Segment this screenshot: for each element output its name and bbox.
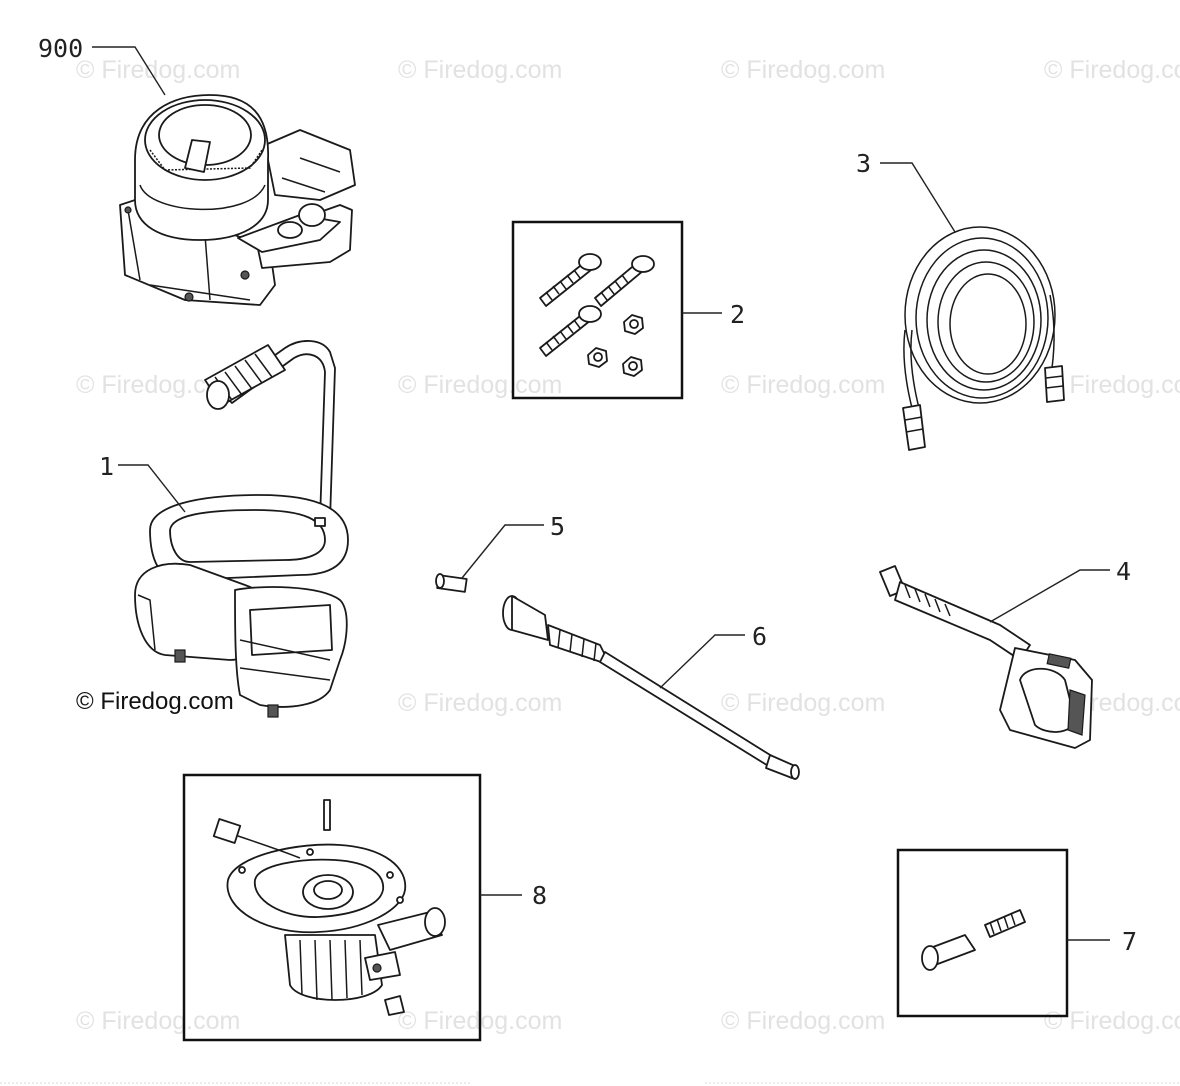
callout-5: 5 [550,512,566,541]
watermark: © Firedog.com [398,689,563,717]
watermark: © Firedog.com [721,56,886,84]
watermark: © Firedog.com [1044,371,1180,399]
callout-1: 1 [99,452,115,481]
leader-lines [92,46,1110,941]
watermark: © Firedog.com [398,56,563,84]
hose-part-3[interactable] [902,226,1065,451]
engine-part-900[interactable] [119,94,356,306]
wand-part-6[interactable] [502,595,800,780]
watermark: © Firedog.com [1044,56,1180,84]
callout-3: 3 [856,149,872,178]
fittings-kit-part-7[interactable] [896,848,1069,1018]
callout-7: 7 [1122,927,1138,956]
nozzle-part-5[interactable] [435,573,468,593]
watermark: © Firedog.com [721,689,886,717]
callout-4: 4 [1116,557,1132,586]
watermark: © Firedog.com [721,371,886,399]
watermark-main: © Firedog.com [76,688,234,715]
watermark: © Firedog.com [76,1007,241,1035]
callout-2: 2 [730,300,746,329]
watermark: © Firedog.com [398,371,563,399]
watermark: © Firedog.com [76,56,241,84]
callout-900: 900 [38,34,84,63]
spray-gun-part-4[interactable] [879,565,1093,749]
hardware-kit-part-2[interactable] [511,220,684,400]
callout-6: 6 [752,622,768,651]
pump-part-8[interactable] [182,773,482,1042]
frame-part-1[interactable] [134,340,349,718]
callout-8: 8 [532,881,548,910]
watermark: © Firedog.com [721,1007,886,1035]
